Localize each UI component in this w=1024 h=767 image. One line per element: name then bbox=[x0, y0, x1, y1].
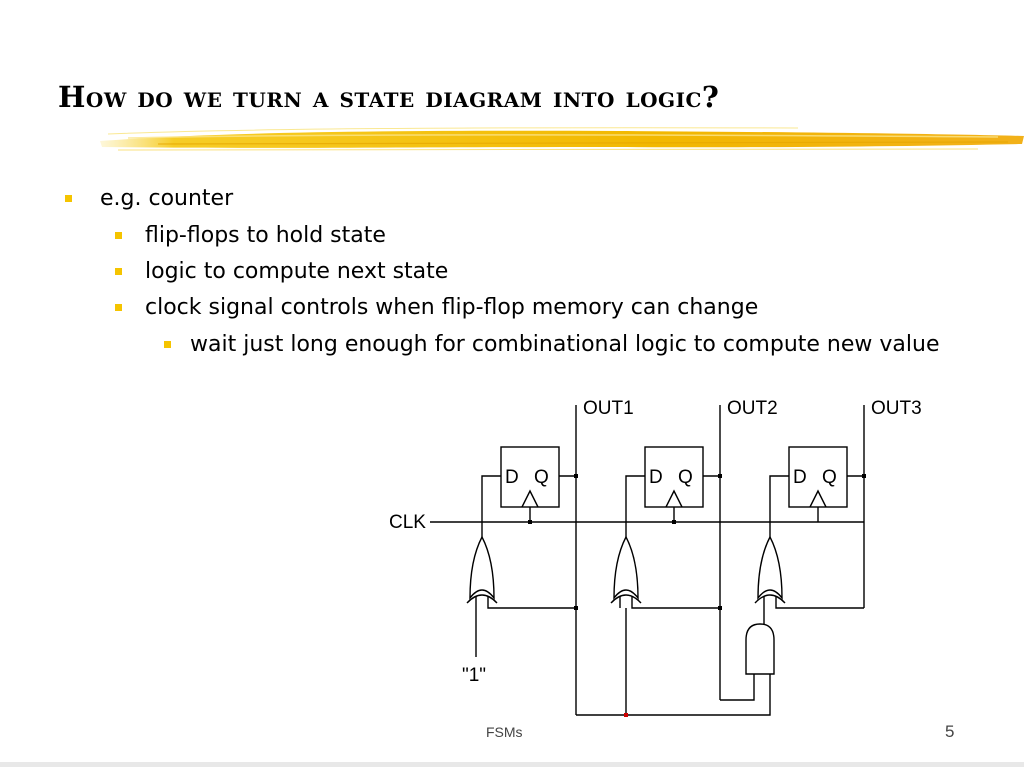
bullet-item: clock signal controls when flip-flop mem… bbox=[115, 295, 759, 321]
xor-gate-3 bbox=[757, 535, 783, 601]
ff2-q-label: Q bbox=[678, 467, 693, 488]
bullet-marker-icon bbox=[164, 341, 171, 348]
constant-one-label: "1" bbox=[462, 665, 486, 686]
bullet-text: logic to compute next state bbox=[145, 259, 449, 284]
bullet-text: flip-flops to hold state bbox=[145, 223, 386, 248]
bullet-marker-icon bbox=[115, 304, 122, 311]
bullet-item: logic to compute next state bbox=[115, 259, 449, 285]
bottom-divider bbox=[0, 762, 1024, 767]
bullet-text: clock signal controls when flip-flop mem… bbox=[145, 295, 759, 320]
bullet-text: wait just long enough for combinational … bbox=[190, 332, 940, 357]
clock-label: CLK bbox=[389, 512, 426, 533]
bullet-item: e.g. counter bbox=[65, 186, 234, 212]
bullet-item: flip-flops to hold state bbox=[115, 223, 386, 249]
ff3-q-label: Q bbox=[822, 467, 837, 488]
footer-text: FSMs bbox=[486, 724, 523, 740]
bullet-marker-icon bbox=[65, 195, 72, 202]
xor-gate-1 bbox=[469, 535, 495, 601]
output-label-3: OUT3 bbox=[871, 398, 922, 419]
xor-gate-2 bbox=[613, 535, 639, 601]
output-label-2: OUT2 bbox=[727, 398, 778, 419]
slide-title: How do we turn a state diagram into logi… bbox=[58, 80, 720, 114]
ff2-d-label: D bbox=[649, 467, 663, 488]
bullet-marker-icon bbox=[115, 268, 122, 275]
ff1-q-label: Q bbox=[534, 467, 549, 488]
bullet-item: wait just long enough for combinational … bbox=[164, 332, 940, 358]
bullet-text: e.g. counter bbox=[100, 186, 234, 211]
title-underline-brushstroke bbox=[100, 127, 1024, 152]
counter-circuit-diagram: OUT1 OUT2 OUT3 D Q D Q D Q CLK "1" bbox=[389, 398, 922, 717]
bullet-marker-icon bbox=[115, 232, 122, 239]
output-label-1: OUT1 bbox=[583, 398, 634, 419]
page-number: 5 bbox=[945, 722, 955, 741]
and-gate bbox=[745, 623, 775, 675]
ff1-d-label: D bbox=[505, 467, 519, 488]
ff3-d-label: D bbox=[793, 467, 807, 488]
